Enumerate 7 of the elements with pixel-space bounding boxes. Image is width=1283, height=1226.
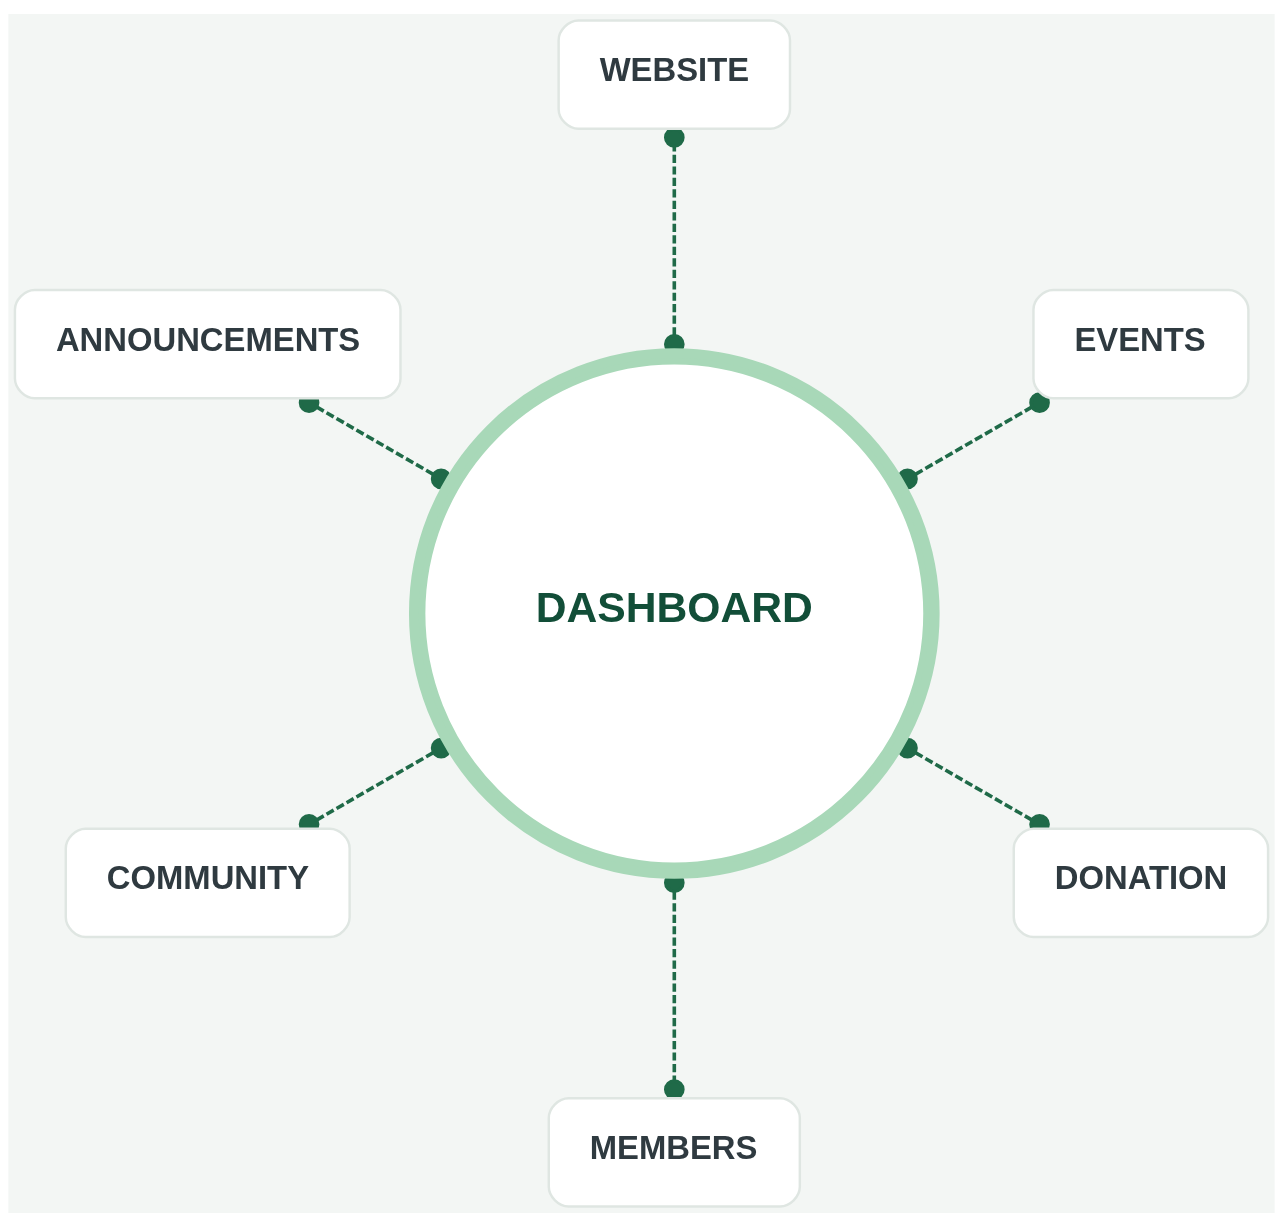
node-box: DONATION xyxy=(1012,827,1270,938)
node-box: COMMUNITY xyxy=(64,827,351,938)
node-box: MEMBERS xyxy=(547,1096,802,1208)
node-box: EVENTS xyxy=(1032,288,1250,399)
node-box: WEBSITE xyxy=(557,18,792,130)
node-circle: DASHBOARD xyxy=(408,347,940,879)
node-box: ANNOUNCEMENTS xyxy=(13,288,402,399)
